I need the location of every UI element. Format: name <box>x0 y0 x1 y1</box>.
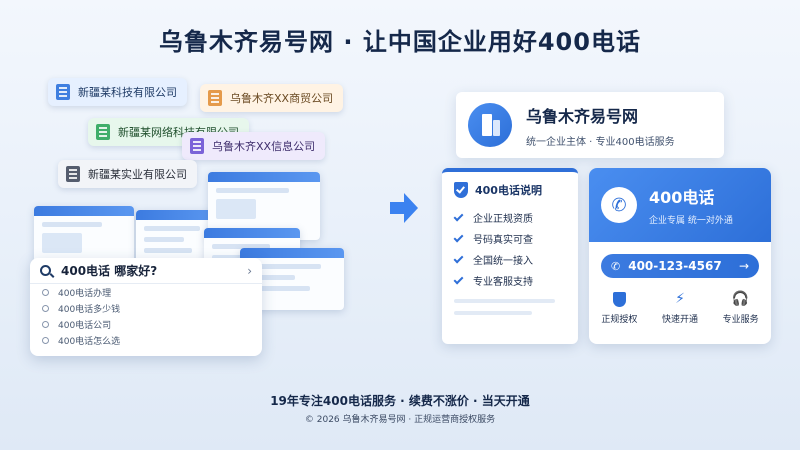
building-icon <box>190 138 204 154</box>
search-icon <box>42 288 49 296</box>
footer-copyright: © 2026 乌鲁木齐易号网 · 正规运营商授权服务 <box>304 415 496 425</box>
phone-number-button[interactable]: ✆ 400-123-4567 → <box>601 254 759 278</box>
chevron-right-icon: › <box>247 263 252 278</box>
phone-card-title: 400电话 <box>649 188 715 207</box>
company-tag: 乌鲁木齐XX商贸公司 <box>200 84 344 112</box>
search-icon <box>42 320 49 328</box>
building-icon <box>96 124 110 140</box>
info-item: 号码真实可查 <box>453 228 566 249</box>
search-suggestion[interactable]: 400电话多少钱 <box>30 300 262 316</box>
suggestion-label: 400电话多少钱 <box>58 304 121 315</box>
phone-icon: ✆ <box>611 259 621 273</box>
search-suggestion[interactable]: 400电话公司 <box>30 316 262 332</box>
feature-service: 🎧 专业服务 <box>714 290 768 325</box>
phone-card-subtitle: 企业专属 统一对外通 <box>649 216 733 226</box>
feature-label: 正规授权 <box>601 315 638 325</box>
shield-check-icon <box>612 291 626 307</box>
brand-name: 乌鲁木齐易号网 <box>526 106 639 126</box>
info-item: 企业正规资质 <box>453 207 566 228</box>
company-tag-label: 新疆某实业有限公司 <box>88 168 187 181</box>
building-icon <box>56 84 70 100</box>
feature-label: 专业服务 <box>722 315 759 325</box>
phone-card: ✆ 400电话 企业专属 统一对外通 ✆ 400-123-4567 → 正规授权… <box>589 168 771 344</box>
phone-icon: ✆ <box>601 187 637 223</box>
building-icon <box>208 90 222 106</box>
feature-fast: ⚡ 快速开通 <box>653 290 707 325</box>
info-item-label: 专业客服支持 <box>473 277 533 288</box>
info-item-label: 企业正规资质 <box>473 214 533 225</box>
search-panel: 400电话 哪家好? › 400电话办理 400电话多少钱 400电话公司 40… <box>30 258 262 356</box>
headline: 乌鲁木齐易号网 · 让中国企业用好400电话 <box>159 28 641 56</box>
building-logo-icon <box>468 103 512 147</box>
info-card-title: 400电话说明 <box>475 184 542 197</box>
building-icon <box>66 166 80 182</box>
search-suggestion[interactable]: 400电话怎么选 <box>30 332 262 348</box>
check-icon <box>453 274 464 284</box>
arrow-right-icon <box>390 193 418 223</box>
feature-label: 快速开通 <box>661 315 698 325</box>
check-icon <box>453 211 464 221</box>
suggestion-label: 400电话公司 <box>58 320 112 331</box>
company-tag-label: 乌鲁木齐XX信息公司 <box>212 140 316 153</box>
brand-tagline: 统一企业主体 · 专业400电话服务 <box>526 136 675 148</box>
search-suggestion[interactable]: 400电话办理 <box>30 284 262 300</box>
search-input[interactable]: 400电话 哪家好? › <box>30 258 262 284</box>
check-icon <box>453 253 464 263</box>
info-item-label: 号码真实可查 <box>473 235 533 246</box>
info-item: 全国统一接入 <box>453 249 566 270</box>
lightning-icon: ⚡ <box>675 291 685 307</box>
company-tag-label: 乌鲁木齐XX商贸公司 <box>230 92 334 105</box>
company-tag: 新疆某科技有限公司 <box>48 78 187 106</box>
arrow-right-icon: → <box>738 259 749 273</box>
shield-check-icon <box>454 182 468 198</box>
headset-icon: 🎧 <box>731 291 750 307</box>
search-query: 400电话 哪家好? <box>61 264 158 278</box>
search-icon <box>42 304 49 312</box>
search-icon <box>42 336 49 344</box>
footer-tagline: 19年专注400电话服务 · 续费不涨价 · 当天开通 <box>270 394 530 408</box>
feature-authorized: 正规授权 <box>592 290 646 325</box>
brand-card: 乌鲁木齐易号网 统一企业主体 · 专业400电话服务 <box>456 92 724 158</box>
company-tag: 新疆某实业有限公司 <box>58 160 197 188</box>
suggestion-label: 400电话怎么选 <box>58 336 121 347</box>
phone-number: 400-123-4567 <box>628 259 722 273</box>
info-card: 400电话说明 企业正规资质 号码真实可查 全国统一接入 专业客服支持 <box>442 168 578 344</box>
info-item: 专业客服支持 <box>453 270 566 291</box>
company-tag: 乌鲁木齐XX信息公司 <box>182 132 326 160</box>
suggestion-label: 400电话办理 <box>58 288 112 299</box>
info-item-label: 全国统一接入 <box>473 256 533 267</box>
search-icon <box>40 265 51 276</box>
company-tag-label: 新疆某科技有限公司 <box>78 86 177 99</box>
check-icon <box>453 232 464 242</box>
